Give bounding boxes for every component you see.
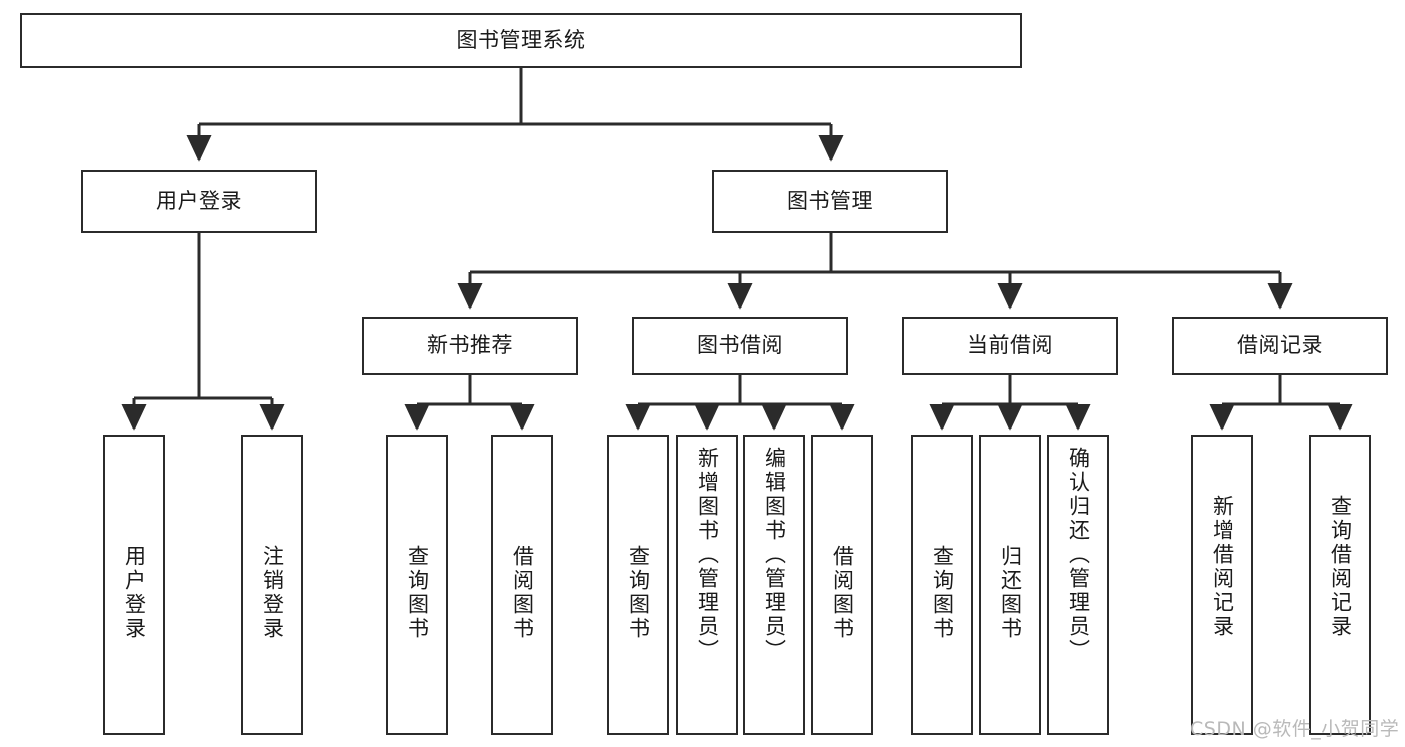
node-leaf-query-book-3[interactable]: 查询图书 — [911, 435, 973, 735]
node-leaf-query-record-label: 查询借阅记录 — [1328, 495, 1353, 639]
node-user-login-label: 用户登录 — [156, 188, 242, 213]
node-leaf-query-book-2-label: 查询图书 — [626, 545, 651, 641]
node-leaf-confirm-return-label: 确认归还（管理员） — [1066, 447, 1091, 663]
node-leaf-confirm-return[interactable]: 确认归还（管理员） — [1047, 435, 1109, 735]
node-leaf-return-book-label: 归还图书 — [998, 545, 1023, 641]
node-leaf-query-record[interactable]: 查询借阅记录 — [1309, 435, 1371, 735]
node-leaf-edit-book[interactable]: 编辑图书（管理员） — [743, 435, 805, 735]
csdn-watermark: CSDN @软件_小贺同学 — [1190, 718, 1400, 740]
node-book-management-label: 图书管理 — [787, 188, 873, 213]
node-leaf-add-record-label: 新增借阅记录 — [1210, 495, 1235, 639]
node-leaf-query-book-3-label: 查询图书 — [930, 545, 955, 641]
node-borrow-record-label: 借阅记录 — [1237, 333, 1323, 358]
node-root[interactable]: 图书管理系统 — [20, 13, 1022, 68]
node-new-book-recommend-label: 新书推荐 — [427, 333, 513, 358]
node-leaf-query-book-2[interactable]: 查询图书 — [607, 435, 669, 735]
node-leaf-add-record[interactable]: 新增借阅记录 — [1191, 435, 1253, 735]
node-leaf-user-login-label: 用户登录 — [122, 545, 147, 641]
node-leaf-user-logout-label: 注销登录 — [260, 545, 285, 641]
node-leaf-borrow-book-1-label: 借阅图书 — [510, 545, 535, 641]
node-user-login[interactable]: 用户登录 — [81, 170, 317, 233]
node-leaf-query-book-1[interactable]: 查询图书 — [386, 435, 448, 735]
node-leaf-edit-book-label: 编辑图书（管理员） — [762, 447, 787, 663]
node-book-borrow-label: 图书借阅 — [697, 333, 783, 358]
node-leaf-user-logout[interactable]: 注销登录 — [241, 435, 303, 735]
node-leaf-borrow-book-2[interactable]: 借阅图书 — [811, 435, 873, 735]
node-book-management[interactable]: 图书管理 — [712, 170, 948, 233]
node-leaf-add-book-label: 新增图书（管理员） — [695, 447, 720, 663]
node-root-label: 图书管理系统 — [456, 27, 586, 52]
node-book-borrow[interactable]: 图书借阅 — [632, 317, 848, 375]
node-leaf-borrow-book-1[interactable]: 借阅图书 — [491, 435, 553, 735]
node-borrow-record[interactable]: 借阅记录 — [1172, 317, 1388, 375]
node-leaf-borrow-book-2-label: 借阅图书 — [830, 545, 855, 641]
node-leaf-add-book[interactable]: 新增图书（管理员） — [676, 435, 738, 735]
node-leaf-return-book[interactable]: 归还图书 — [979, 435, 1041, 735]
node-leaf-user-login[interactable]: 用户登录 — [103, 435, 165, 735]
node-current-borrow[interactable]: 当前借阅 — [902, 317, 1118, 375]
node-leaf-query-book-1-label: 查询图书 — [405, 545, 430, 641]
node-current-borrow-label: 当前借阅 — [967, 333, 1053, 358]
node-new-book-recommend[interactable]: 新书推荐 — [362, 317, 578, 375]
